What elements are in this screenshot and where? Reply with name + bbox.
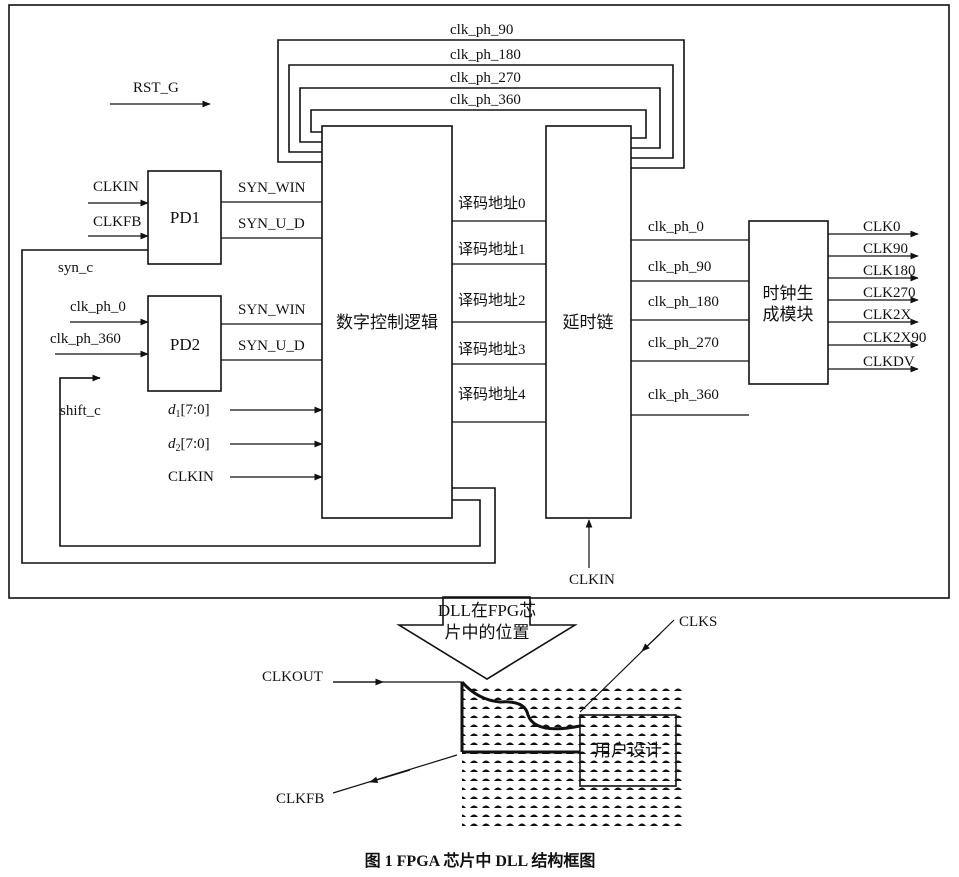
rst-label: RST_G [133,80,179,96]
clks-arrow [641,633,661,652]
syn-c-label: syn_c [58,260,93,276]
pd2-out1-label: SYN_WIN [238,302,306,318]
clk-out-180: CLK180 [863,263,916,279]
pd1-label: PD1 [170,208,200,227]
clock-output-arrows [828,230,919,373]
phase-output-lines [631,239,749,416]
phase-out-90: clk_ph_90 [648,259,711,275]
decode-addr-0: 译码地址0 [458,195,526,212]
user-design-block [579,714,677,787]
feedback-label-360: clk_ph_360 [450,92,521,108]
decode-address-lines [452,220,546,423]
clkout-label: CLKOUT [262,669,323,685]
clock-gen-block [748,220,829,385]
phase-out-0: clk_ph_0 [648,219,704,235]
delay-chain-block [545,125,632,519]
pd2-label: PD2 [170,335,200,354]
shift-c-loop [59,377,481,547]
clk-out-2x90: CLK2X90 [863,330,926,346]
clkfb-arrow [369,769,411,784]
clock-gen-label-2: 成模块 [763,305,814,324]
pd1-out1-label: SYN_WIN [238,180,306,196]
pd2-block [147,295,222,392]
feedback-label-180: clk_ph_180 [450,47,521,63]
pd2-out2-label: SYN_U_D [238,338,305,354]
delay-chain-label: 延时链 [563,313,614,332]
decode-addr-1: 译码地址1 [458,241,526,258]
user-design-label: 用户设计 [594,741,662,760]
location-arrow-text-2: 片中的位置 [445,623,530,642]
ctrl-clkin-label: CLKIN [168,469,214,485]
clk-out-270: CLK270 [863,285,916,301]
clk-out-90: CLK90 [863,241,908,257]
clk-out-dv: CLKDV [863,354,915,370]
figure-caption: 图 1 FPGA 芯片中 DLL 结构框图 [365,851,596,870]
d1-label: d1[7:0] [168,402,210,420]
clks-label: CLKS [679,614,717,630]
delay-clkin-label: CLKIN [569,572,615,588]
clock-trace-curve [460,680,581,731]
feedback-loops [277,39,685,169]
pd1-out2-label: SYN_U_D [238,216,305,232]
d2-label: d2[7:0] [168,436,210,454]
pd1-block [147,170,222,265]
location-arrow [396,596,578,680]
location-arrow-text-1: DLL在FPG芯 [438,601,536,620]
decode-addr-3: 译码地址3 [458,341,526,358]
decode-addr-2: 译码地址2 [458,292,526,309]
pd2-in2-label: clk_ph_360 [50,331,121,347]
feedback-label-90: clk_ph_90 [450,22,513,38]
pd1-in1-label: CLKIN [93,179,139,195]
pd2-in1-label: clk_ph_0 [70,299,126,315]
syn-c-loop [21,249,496,564]
feedback-label-270: clk_ph_270 [450,70,521,86]
clk-out-0: CLK0 [863,219,901,235]
clk-out-2x: CLK2X [863,307,912,323]
outer-frame [8,4,950,599]
control-logic-label: 数字控制逻辑 [336,313,438,332]
shift-c-label: shift_c [60,403,101,419]
decode-addr-4: 译码地址4 [458,386,526,403]
phase-out-180: clk_ph_180 [648,294,719,310]
clkfb-label: CLKFB [276,791,324,807]
chip-array [462,682,684,830]
phase-out-360: clk_ph_360 [648,387,719,403]
pd1-in2-label: CLKFB [93,214,141,230]
phase-out-270: clk_ph_270 [648,335,719,351]
clock-gen-label-1: 时钟生 [763,284,814,303]
